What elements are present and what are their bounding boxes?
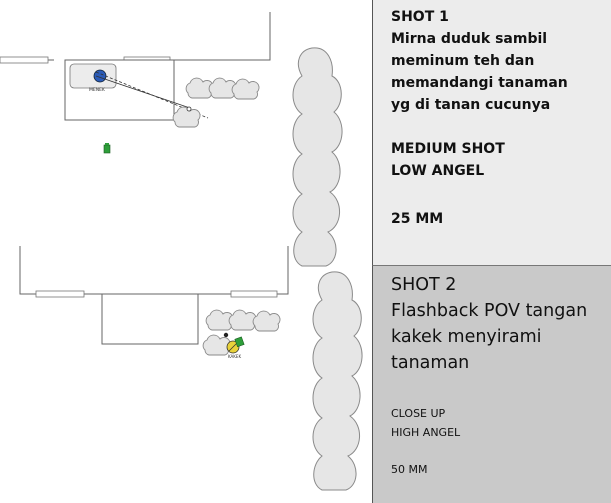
shot-title: SHOT 1 — [391, 9, 449, 25]
shot-description-line: kakek menyirami — [391, 327, 542, 347]
camera-angle: HIGH ANGEL — [391, 426, 461, 439]
shot-description-line: memandangi tanaman — [391, 75, 568, 91]
hedge-icon — [292, 47, 343, 267]
camera-icon — [103, 143, 111, 154]
shot-description-line: tanaman — [391, 353, 470, 373]
plant-icon — [172, 106, 201, 128]
plant-icon — [231, 78, 260, 100]
plant-icon — [228, 309, 257, 331]
character-label: KAKEK — [228, 354, 241, 359]
character-figure-icon — [93, 69, 107, 83]
marker-dot — [223, 332, 229, 338]
bottom-floor-plan: KAKEK — [19, 246, 363, 491]
shot-description-line: Flashback POV tangan — [391, 301, 588, 321]
bottom-wall — [19, 246, 289, 295]
bottom-window-right — [230, 290, 278, 298]
plant-icon — [202, 334, 231, 356]
shot-1-panel: SHOT 1 Mirna duduk sambil meminum teh da… — [372, 0, 611, 266]
camera-angle: LOW ANGEL — [391, 163, 485, 179]
bottom-window-left — [35, 290, 85, 298]
lens-size: 50 MM — [391, 463, 428, 476]
character-label: MENEK — [89, 87, 106, 93]
shot-2-panel: SHOT 2 Flashback POV tangan kakek menyir… — [372, 266, 611, 503]
bottom-room — [101, 294, 199, 345]
table-furniture — [69, 63, 117, 89]
floor-plan-diagram: MENEK — [0, 12, 363, 491]
watering-can-icon — [228, 342, 238, 352]
shot-type: CLOSE UP — [391, 407, 446, 420]
hedge-icon — [312, 271, 363, 491]
top-window-left — [0, 56, 49, 64]
sightline — [95, 75, 191, 109]
camera-icon — [234, 336, 245, 348]
cup-icon — [186, 106, 192, 112]
shot-description-line: meminum teh dan — [391, 53, 535, 69]
top-floor-plan: MENEK — [0, 12, 343, 267]
shot-description-line: yg di tanan cucunya — [391, 97, 551, 113]
shot-type: MEDIUM SHOT — [391, 141, 505, 157]
shot-title: SHOT 2 — [391, 275, 457, 295]
shot-description-line: Mirna duduk sambil — [391, 31, 548, 47]
plant-icon — [252, 310, 281, 332]
lens-size: 25 MM — [391, 211, 444, 227]
top-wall — [0, 12, 271, 61]
